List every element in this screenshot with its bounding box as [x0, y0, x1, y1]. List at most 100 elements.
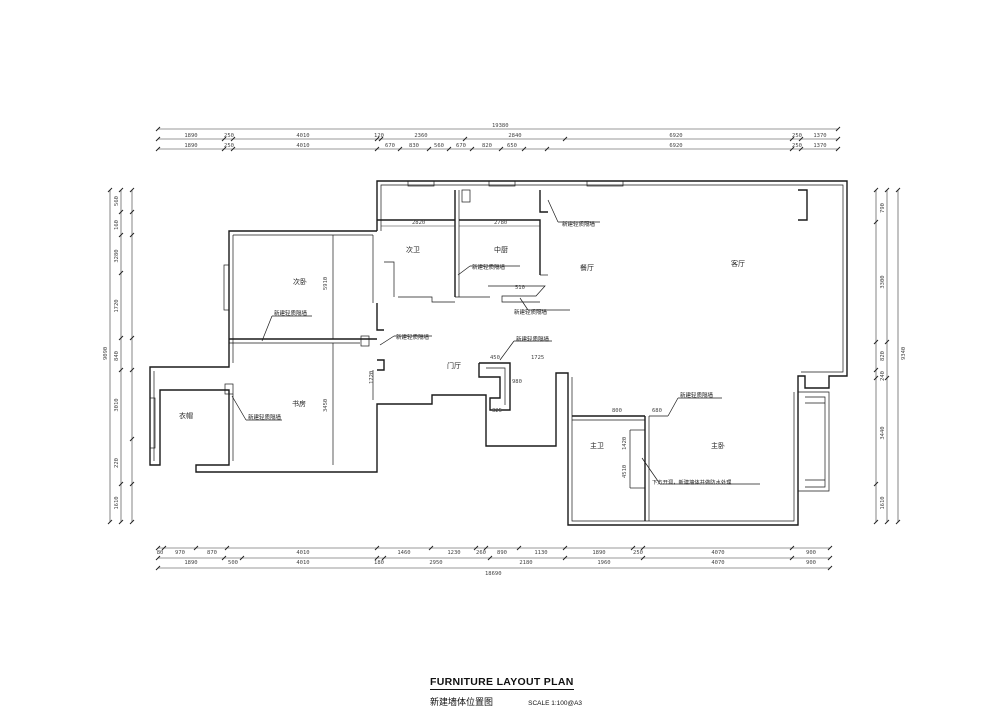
room-master-bath: 主卫 — [590, 441, 604, 450]
dim-inner-11: 1420 — [622, 437, 628, 450]
dim-left-3: 1720 — [114, 299, 120, 312]
dim-bot-r2-1: 500 — [228, 560, 238, 566]
note-waterproof-wall: 下方开洞，新建墙体并做防水处理 — [652, 478, 732, 486]
left-dimensions: 9090 560 160 3280 1720 840 3010 220 1610 — [103, 187, 135, 525]
room-second-bedroom: 次卧 — [293, 277, 307, 286]
room-second-bath: 次卫 — [406, 245, 420, 254]
dim-top-r1-8: 1370 — [813, 133, 826, 139]
dim-bot-r2-5: 2180 — [519, 560, 532, 566]
dim-inner-14: 800 — [612, 408, 622, 414]
dim-inner-4: 3450 — [323, 399, 329, 412]
note-new-wall-2: 新建轻质隔墙 — [472, 263, 506, 271]
room-storage: 衣帽 — [179, 411, 193, 420]
dim-top-r1-0: 1890 — [184, 133, 197, 139]
dim-bot-r1-7: 890 — [497, 550, 507, 556]
note-new-wall-1: 新建轻质隔墙 — [562, 220, 596, 228]
dim-inner-5: 1720 — [369, 371, 375, 384]
dim-inner-8: 980 — [512, 379, 522, 385]
dim-left-7: 1610 — [114, 496, 120, 509]
dim-bot-r1-8: 1130 — [534, 550, 547, 556]
dim-bot-r1-3: 4010 — [296, 550, 309, 556]
dim-top-r2-4: 830 — [409, 143, 419, 149]
note-new-wall-4: 新建轻质隔墙 — [274, 309, 308, 317]
dim-bot-r1-2: 870 — [207, 550, 217, 556]
dim-left-1: 160 — [114, 220, 120, 230]
dim-right-2: 820 — [880, 351, 886, 361]
dim-right-total: 9340 — [901, 347, 907, 360]
room-kitchen: 中厨 — [494, 245, 508, 254]
dim-top-r2-9: 6920 — [669, 143, 682, 149]
dim-inner-6: 450 — [490, 355, 500, 361]
dim-inner-10: 510 — [515, 285, 525, 291]
dim-left-2: 3280 — [114, 249, 120, 262]
dim-top-r1-4: 2360 — [414, 133, 427, 139]
room-dining: 餐厅 — [580, 263, 594, 272]
dim-bot-r1-1: 970 — [175, 550, 185, 556]
dim-inner-12: 4510 — [622, 465, 628, 478]
dim-top-r2-2: 4010 — [296, 143, 309, 149]
dim-top-r2-6: 670 — [456, 143, 466, 149]
room-foyer: 门厅 — [447, 361, 461, 370]
walls — [149, 180, 848, 526]
dim-top-r1-6: 6920 — [669, 133, 682, 139]
dim-bot-r2-2: 4010 — [296, 560, 309, 566]
note-new-wall-8: 新建轻质隔墙 — [680, 391, 714, 399]
dim-bot-r1-12: 900 — [806, 550, 816, 556]
dim-inner-1: 2820 — [412, 220, 425, 226]
dim-top-r1-2: 4010 — [296, 133, 309, 139]
dim-top-r1-3: 120 — [374, 133, 384, 139]
dim-right-3: 240 — [880, 371, 886, 381]
room-study: 书房 — [292, 399, 306, 408]
dim-bot-r1-11: 4070 — [711, 550, 724, 556]
dim-top-r2-1: 250 — [224, 143, 234, 149]
dim-right-0: 790 — [880, 203, 886, 213]
dim-inner-13: 680 — [652, 408, 662, 414]
dim-right-4: 3440 — [880, 426, 886, 439]
annotations: 新建轻质隔墙 新建轻质隔墙 新建轻质隔墙 新建轻质隔墙 新建轻质隔墙 新建轻质隔… — [231, 199, 760, 486]
dim-top-r2-5: 560 — [434, 143, 444, 149]
dim-top-r1-7: 250 — [792, 133, 802, 139]
dim-bot-r2-6: 1960 — [597, 560, 610, 566]
note-new-wall-7: 新建轻质隔墙 — [248, 413, 282, 421]
plan-subtitle: 新建墙体位置图 — [430, 698, 494, 708]
dim-left-6: 220 — [114, 458, 120, 468]
dim-top-r2-7: 820 — [482, 143, 492, 149]
dim-bot-r1-5: 1230 — [447, 550, 460, 556]
dim-bot-r2-3: 180 — [374, 560, 384, 566]
dim-inner-3: 5910 — [323, 277, 329, 290]
room-living: 客厅 — [731, 259, 745, 268]
dim-bot-r2-4: 2950 — [429, 560, 442, 566]
plan-title: FURNITURE LAYOUT PLAN — [430, 676, 574, 690]
dim-inner-2: 2780 — [494, 220, 507, 226]
dim-top-r2-10: 250 — [792, 143, 802, 149]
note-new-wall-3: 新建轻质隔墙 — [514, 308, 548, 316]
dim-bottom-total: 18690 — [485, 571, 502, 577]
note-new-wall-6: 新建轻质隔墙 — [516, 335, 550, 343]
dim-top-r1-1: 250 — [224, 133, 234, 139]
dim-left-0: 560 — [114, 196, 120, 206]
dim-bot-r1-0: 80 — [157, 550, 164, 556]
right-dimensions: 9340 790 3300 820 240 3440 1610 — [873, 187, 907, 525]
dim-top-total: 19380 — [492, 123, 509, 129]
dim-right-5: 1610 — [880, 496, 886, 509]
dim-left-total: 9090 — [103, 347, 109, 360]
dim-inner-9: 325 — [492, 408, 502, 414]
dim-bot-r1-6: 260 — [476, 550, 486, 556]
dim-top-r2-11: 1370 — [813, 143, 826, 149]
dim-top-r1-5: 2840 — [508, 133, 521, 139]
dim-left-5: 3010 — [114, 398, 120, 411]
dim-bot-r2-7: 4070 — [711, 560, 724, 566]
note-new-wall-5: 新建轻质隔墙 — [396, 333, 430, 341]
dim-top-r2-0: 1890 — [184, 143, 197, 149]
dim-inner-7: 1725 — [531, 355, 544, 361]
dim-left-4: 840 — [114, 351, 120, 361]
room-master-bedroom: 主卧 — [711, 441, 725, 450]
inner-dimensions: 2820 2780 5910 3450 1720 450 1725 980 32… — [323, 220, 662, 478]
dim-right-1: 3300 — [880, 275, 886, 288]
dim-bot-r2-8: 900 — [806, 560, 816, 566]
room-labels: 次卧 次卫 中厨 餐厅 客厅 门厅 书房 衣帽 主卫 主卧 — [179, 245, 745, 450]
dim-bot-r1-9: 1890 — [592, 550, 605, 556]
